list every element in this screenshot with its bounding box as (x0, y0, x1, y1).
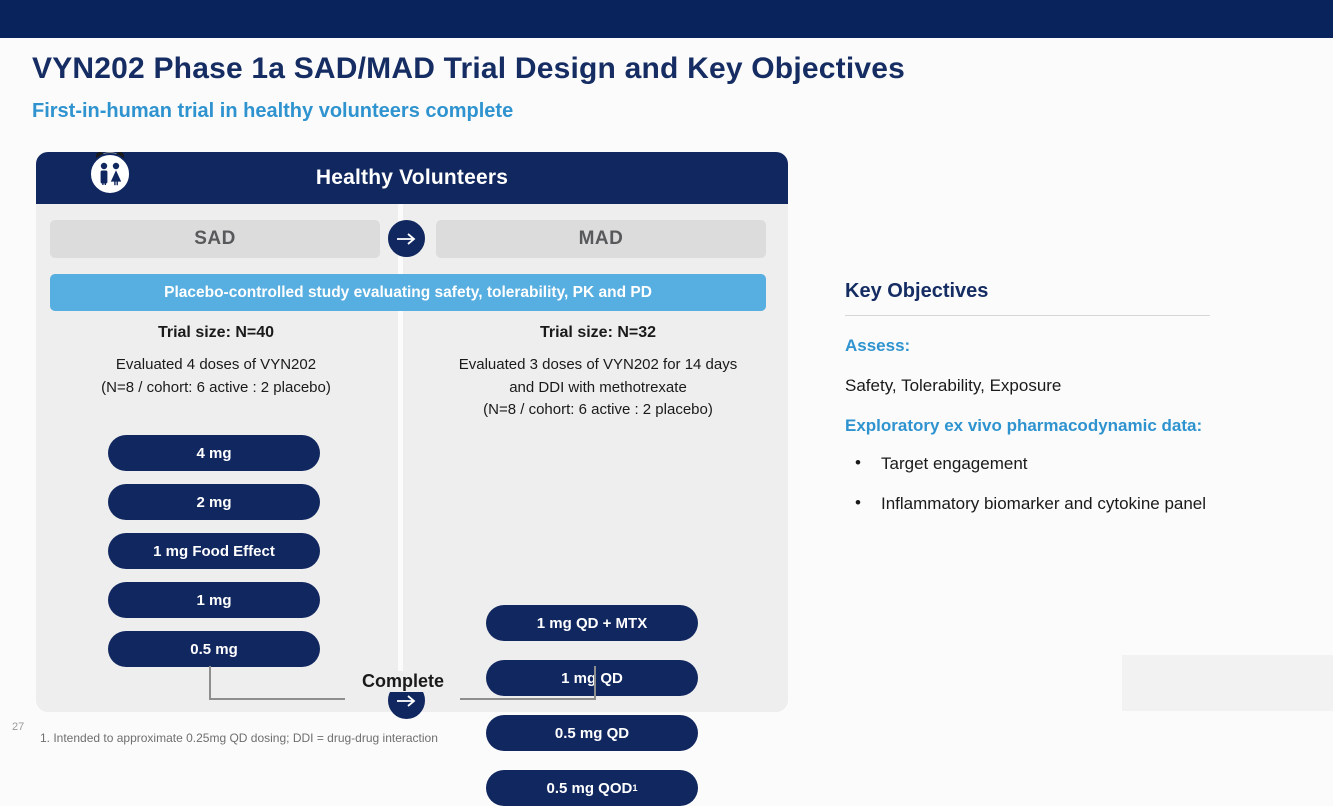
two-people-icon (84, 146, 136, 198)
list-item: Inflammatory biomarker and cytokine pane… (845, 493, 1265, 514)
top-navy-bar (0, 0, 1333, 38)
sad-column-text: Trial size: N=40 Evaluated 4 doses of VY… (46, 324, 386, 399)
footnote-marker: 1 (632, 783, 638, 793)
footnote-text: 1. Intended to approximate 0.25mg QD dos… (40, 731, 438, 745)
assess-heading: Assess: (845, 336, 911, 355)
page-title: VYN202 Phase 1a SAD/MAD Trial Design and… (32, 52, 906, 85)
mad-column-text: Trial size: N=32 Evaluated 3 doses of VY… (428, 324, 768, 422)
bracket-left (209, 666, 345, 700)
mad-description-line-3: (N=8 / cohort: 6 active : 2 placebo) (483, 401, 713, 418)
assess-text: Safety, Tolerability, Exposure (845, 376, 1062, 395)
dose-pill-mad-4-label: 0.5 mg QOD (546, 779, 633, 797)
dose-pill-mad-2[interactable]: 1 mg QD (486, 660, 698, 696)
objectives-bullet-list: Target engagement Inflammatory biomarker… (845, 453, 1265, 514)
placebo-controlled-bar: Placebo-controlled study evaluating safe… (50, 274, 766, 311)
mad-trial-size: Trial size: N=32 (539, 324, 657, 341)
dose-pill-sad-2[interactable]: 2 mg (108, 484, 320, 520)
complete-label: Complete (348, 671, 458, 692)
key-objectives-title: Key Objectives (845, 280, 989, 302)
dose-pill-mad-1[interactable]: 1 mg QD + MTX (486, 605, 698, 641)
dose-pill-mad-3[interactable]: 0.5 mg QD (486, 715, 698, 751)
arrow-right-circle-icon-top (388, 220, 425, 257)
arm-head-mad[interactable]: MAD (436, 220, 766, 258)
key-objectives-divider (845, 315, 1210, 316)
healthy-volunteers-banner: Healthy Volunteers (36, 152, 788, 204)
sad-description-line-2: (N=8 / cohort: 6 active : 2 placebo) (101, 378, 331, 396)
sad-description-line-1: Evaluated 4 doses of VYN202 (115, 356, 317, 373)
column-divider (398, 204, 403, 712)
mad-description-line-1: Evaluated 3 doses of VYN202 for 14 days (458, 356, 738, 373)
dose-pill-sad-1[interactable]: 4 mg (108, 435, 320, 471)
arm-head-sad[interactable]: SAD (50, 220, 380, 258)
mad-description-line-2: and DDI with methotrexate (509, 378, 687, 396)
page-subtitle: First-in-human trial in healthy voluntee… (32, 100, 514, 122)
bracket-right (460, 666, 596, 700)
list-item: Target engagement (845, 453, 1265, 474)
dose-pill-sad-4[interactable]: 1 mg (108, 582, 320, 618)
dose-pill-sad-3[interactable]: 1 mg Food Effect (108, 533, 320, 569)
trial-design-panel: Healthy Volunteers SAD MAD (36, 151, 788, 806)
banner-title: Healthy Volunteers (315, 166, 509, 189)
background-block (1122, 655, 1333, 711)
dose-pill-sad-5[interactable]: 0.5 mg (108, 631, 320, 667)
page-number: 27 (12, 721, 25, 733)
sad-trial-size: Trial size: N=40 (157, 324, 275, 341)
key-objectives-section: Key Objectives Assess: Safety, Tolerabil… (845, 280, 1265, 534)
exploratory-heading: Exploratory ex vivo pharmacodynamic data… (845, 416, 1203, 435)
